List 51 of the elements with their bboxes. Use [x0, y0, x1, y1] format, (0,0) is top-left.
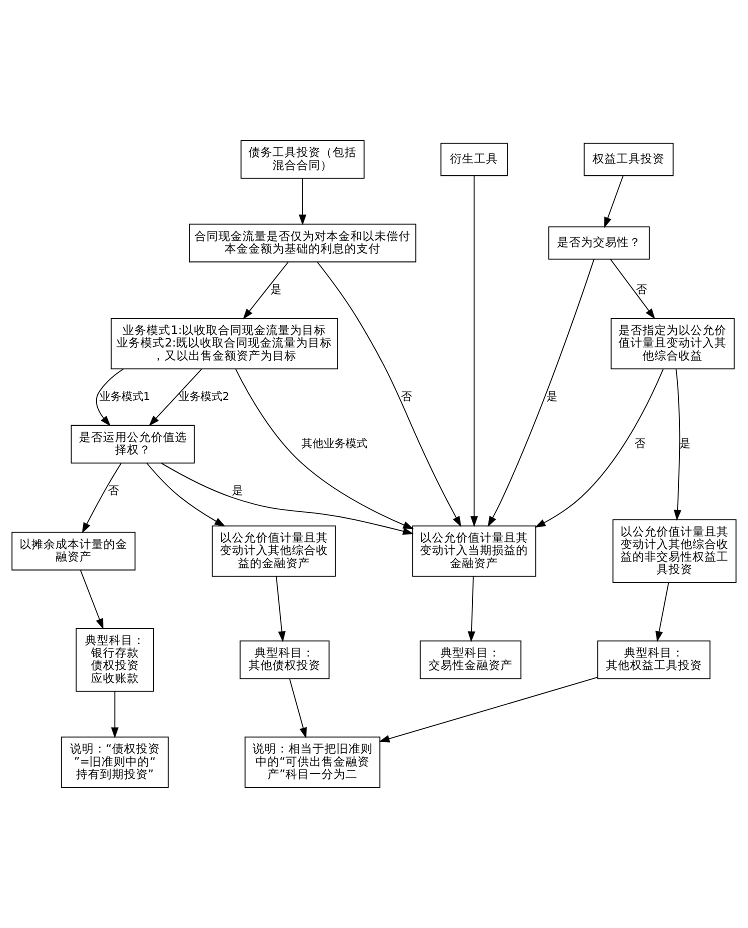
arrow — [276, 576, 286, 642]
arrow — [148, 368, 202, 426]
edge-label: 是 — [546, 390, 558, 403]
arrow — [674, 368, 682, 521]
node-box: 衍生工具 — [440, 142, 508, 176]
arrow — [80, 570, 104, 630]
arrow — [378, 676, 598, 742]
node-box: 是否运用公允价值选择权？ — [70, 424, 195, 464]
arrow — [470, 175, 478, 527]
arrow — [111, 691, 119, 738]
arrow — [468, 576, 476, 642]
arrow — [655, 582, 670, 642]
node-box: 典型科目： 银行存款 债权投资 应收账款 — [76, 628, 154, 692]
arrow — [298, 178, 306, 226]
arrow — [488, 258, 594, 527]
node-box: 说明：“债权投资”=旧准则中的“持有到期投资” — [60, 736, 169, 788]
arrow — [161, 462, 414, 535]
edge-label: 是 — [679, 437, 690, 450]
edge-label: 其他业务模式 — [301, 437, 368, 450]
node-box: 权益工具投资 — [584, 142, 674, 176]
node-box: 以公允价值计量且其变动计入当期损益的金融资产 — [412, 526, 536, 577]
arrow — [610, 258, 656, 320]
edge-label: 否 — [400, 390, 412, 403]
edge-label: 是 — [232, 484, 243, 498]
edge-label: 否 — [634, 437, 646, 450]
node-box: 以公允价值计量且其变动计入其他综合收益的非交易性权益工具投资 — [612, 519, 736, 584]
arrow — [242, 262, 289, 320]
arrow — [235, 368, 414, 530]
edge-label: 否 — [108, 484, 119, 498]
node-box: 合同现金流量是否仅为对本金和以未偿付本金金额为基础的利息的支付 — [188, 224, 416, 262]
edge-label: 是 — [270, 282, 282, 296]
arrow — [289, 678, 307, 738]
arrow — [534, 368, 664, 528]
edge-label: 否 — [636, 282, 648, 296]
node-box: 是否为交易性？ — [548, 226, 650, 260]
arrow — [82, 463, 122, 534]
node-box: 典型科目： 其他权益工具投资 — [597, 640, 710, 680]
node-box: 业务模式1:以收取合同现金流量为目标 业务模式2:既以收取合同现金流量为目标，又以出售金额资产为目标 — [110, 318, 338, 370]
edge-label: 业务模式1 — [99, 390, 150, 403]
node-box: 典型科目： 交易性金融资产 — [420, 640, 522, 680]
node-box: 以摊余成本计量的金融资产 — [12, 532, 136, 570]
arrow — [316, 262, 462, 527]
arrow — [96, 368, 124, 426]
node-box: 是否指定为以公允价值计量且变动计入其他综合收益 — [610, 318, 735, 370]
arrow — [604, 175, 624, 228]
arrow — [146, 462, 226, 527]
edge-label: 业务模式2 — [178, 390, 230, 403]
node-box: 债务工具投资（包括混合合同） — [240, 140, 365, 179]
node-box: 典型科目： 其他债权投资 — [240, 640, 330, 680]
node-box: 说明：相当于把旧准则中的“可供出售金融资产”科目一分为二 — [244, 736, 380, 788]
node-box: 以公允价值计量且其变动计入其他综合收益的金融资产 — [212, 526, 336, 577]
